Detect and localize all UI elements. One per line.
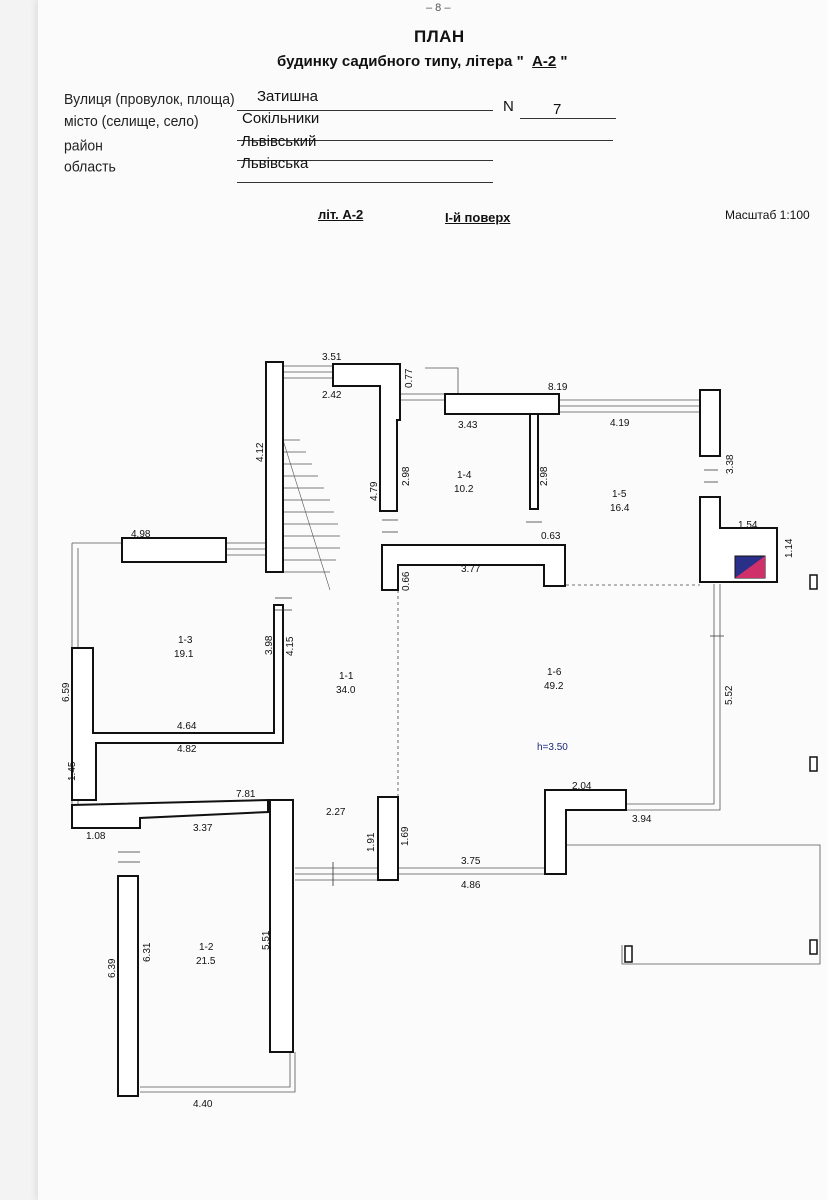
room-id: 1-4 bbox=[457, 470, 472, 481]
dimension-label: 2.04 bbox=[572, 781, 592, 792]
number-underline bbox=[520, 118, 616, 119]
height-label: h=3.50 bbox=[537, 742, 568, 753]
dimension-label: 2.98 bbox=[539, 466, 550, 486]
wall-room-1-3 bbox=[71, 604, 284, 801]
dimension-label: 4.98 bbox=[131, 529, 151, 540]
room-id: 1-1 bbox=[339, 671, 354, 682]
dimension-label: 4.12 bbox=[255, 442, 266, 462]
dimension-label: 1.08 bbox=[86, 831, 106, 842]
dimension-label: 8.19 bbox=[548, 382, 568, 393]
plan-sheet bbox=[38, 0, 827, 1200]
district-value: Львівський bbox=[241, 133, 317, 150]
city-label: місто (селище, село) bbox=[64, 112, 199, 130]
dimension-label: 6.39 bbox=[107, 958, 118, 978]
adjacent-page-strip bbox=[0, 0, 38, 1200]
windows bbox=[624, 574, 818, 963]
dimension-label: 2.98 bbox=[401, 466, 412, 486]
dimension-label: 3.38 bbox=[725, 454, 736, 474]
wall-left-bottom bbox=[71, 798, 269, 829]
walls bbox=[71, 361, 778, 1097]
wall-bottom-right bbox=[544, 789, 627, 875]
subtitle-prefix: будинку садибного типу, літера " bbox=[277, 53, 524, 70]
dimension-label: 4.79 bbox=[369, 481, 380, 501]
room-id: 1-5 bbox=[612, 489, 627, 500]
plan-subtitle: будинку садибного типу, літера " А-2 " bbox=[277, 53, 568, 70]
room-area: 10.2 bbox=[454, 484, 474, 495]
dimension-label: 6.59 bbox=[61, 682, 72, 702]
plan-title: ПЛАН bbox=[414, 27, 465, 46]
dimension-label: 3.94 bbox=[632, 814, 652, 825]
wall-top-l bbox=[332, 363, 401, 512]
district-label: район bbox=[64, 136, 103, 154]
street-value: Затишна bbox=[257, 88, 318, 105]
page-mark: – 8 – bbox=[426, 2, 451, 14]
dimension-label: 3.43 bbox=[458, 420, 478, 431]
dimension-label: 3.51 bbox=[322, 352, 342, 363]
street-label: Вулиця (провулок, площа) bbox=[64, 90, 235, 108]
dimension-label: 0.77 bbox=[404, 368, 415, 388]
dimension-labels: 3.51 2.42 0.77 8.19 3.43 4.19 4.12 2.98 … bbox=[61, 352, 795, 1110]
dimension-label: 4.64 bbox=[177, 721, 197, 732]
wall-top-mid bbox=[444, 393, 560, 415]
room-labels: 1-4 10.2 1-5 16.4 1-3 19.1 1-1 34.0 1-6 … bbox=[174, 470, 630, 967]
region-label: область bbox=[64, 157, 116, 175]
room-area: 16.4 bbox=[610, 503, 630, 514]
litera-label: літ. А-2 bbox=[318, 207, 364, 222]
dimension-label: 4.86 bbox=[461, 880, 481, 891]
dimension-label: 4.82 bbox=[177, 744, 197, 755]
dimension-label: 1.45 bbox=[67, 761, 78, 781]
region-value: Львівська bbox=[241, 155, 309, 172]
dimension-label: 0.66 bbox=[401, 571, 412, 591]
dimension-label: 1.69 bbox=[400, 826, 411, 846]
dimension-label: 2.42 bbox=[322, 390, 342, 401]
dimension-label: 3.75 bbox=[461, 856, 481, 867]
chimney-icon bbox=[734, 555, 766, 579]
city-underline bbox=[237, 140, 613, 141]
room-id: 1-3 bbox=[178, 635, 193, 646]
street-underline bbox=[237, 110, 493, 111]
dimension-label: 1.54 bbox=[738, 520, 758, 531]
room-area: 34.0 bbox=[336, 685, 356, 696]
subtitle-suffix: " bbox=[560, 53, 568, 70]
scale-label: Масштаб 1:100 bbox=[725, 208, 810, 222]
dimension-label: 3.37 bbox=[193, 823, 213, 834]
dimension-label: 5.51 bbox=[261, 930, 272, 950]
wall-center bbox=[381, 544, 566, 591]
number-label: N bbox=[503, 98, 514, 115]
room-dividers bbox=[397, 584, 700, 800]
dimension-label: 5.52 bbox=[724, 685, 735, 705]
room-area: 21.5 bbox=[196, 956, 216, 967]
wall-1-4-1-5 bbox=[529, 413, 539, 510]
dimension-label: 2.27 bbox=[326, 807, 346, 818]
wall-entry bbox=[377, 796, 399, 881]
wall-room-1-2-left bbox=[117, 875, 139, 1097]
dimension-label: 0.63 bbox=[541, 531, 561, 542]
number-value: 7 bbox=[553, 101, 562, 118]
dimension-label: 6.31 bbox=[142, 942, 153, 962]
room-id: 1-6 bbox=[547, 667, 562, 678]
floor-label: І-й поверх bbox=[445, 210, 511, 225]
wall-room-1-2-right bbox=[269, 799, 294, 1053]
city-value: Сокільники bbox=[242, 110, 320, 127]
wall-right-upper bbox=[699, 389, 721, 457]
dimension-label: 4.19 bbox=[610, 418, 630, 429]
door-marks bbox=[118, 469, 724, 886]
litera-value: А-2 bbox=[532, 53, 557, 70]
dimension-label: 1.14 bbox=[784, 538, 795, 558]
dimension-label: 4.15 bbox=[285, 636, 296, 656]
dimension-label: 3.98 bbox=[264, 635, 275, 655]
room-id: 1-2 bbox=[199, 942, 214, 953]
dimension-label: 1.91 bbox=[366, 832, 377, 852]
region-underline bbox=[237, 182, 493, 183]
dimension-label: 7.81 bbox=[236, 789, 256, 800]
wall-left-top bbox=[121, 537, 227, 563]
room-area: 19.1 bbox=[174, 649, 194, 660]
dimension-label: 3.77 bbox=[461, 564, 481, 575]
dimension-label: 4.40 bbox=[193, 1099, 213, 1110]
wall-stair-left bbox=[265, 361, 284, 573]
room-area: 49.2 bbox=[544, 681, 564, 692]
district-underline bbox=[237, 160, 493, 161]
